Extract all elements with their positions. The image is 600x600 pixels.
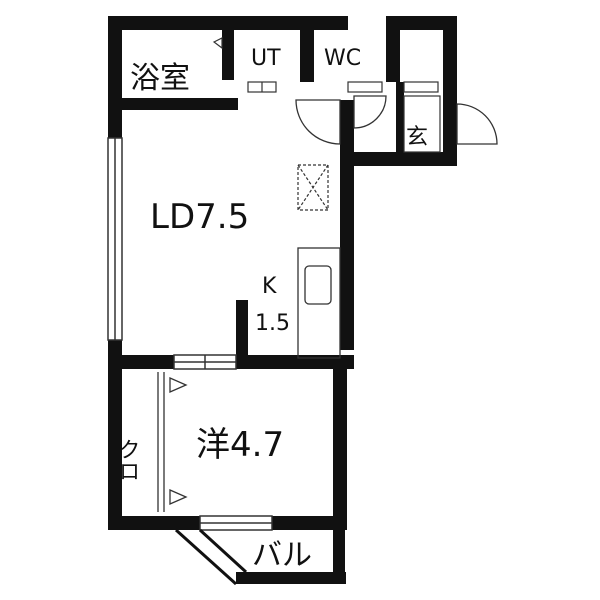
- closet-doors: [157, 372, 188, 512]
- wall-entry-mid: [396, 82, 404, 156]
- wall-bottom: [108, 516, 200, 530]
- wall-left-upper: [108, 16, 122, 138]
- wall-bath-bottom: [108, 98, 238, 110]
- window-mid: [173, 354, 237, 370]
- label-ld-name: LD: [150, 197, 195, 237]
- label-western-size: 4.7: [230, 425, 284, 465]
- walls: [108, 16, 457, 584]
- ventilation-icon: [297, 164, 329, 211]
- entrance-step: [403, 95, 441, 153]
- kitchen-counter: [297, 247, 341, 359]
- wall-top-left: [108, 16, 348, 30]
- label-kitchen-size: 1.5: [255, 311, 290, 336]
- label-western-name: 洋: [196, 425, 230, 465]
- door-wc-arc: [353, 95, 387, 129]
- label-kitchen-name: K: [262, 274, 277, 299]
- label-wc: WC: [324, 46, 361, 71]
- label-balcony: バル: [252, 538, 312, 573]
- wall-right-top: [443, 16, 457, 166]
- wall-top-right: [395, 16, 457, 30]
- door-entrance-arc: [456, 103, 498, 145]
- label-closet: クロ: [115, 438, 140, 482]
- door-swings: [295, 95, 498, 145]
- door-ld-arc: [295, 99, 341, 145]
- label-entrance: 玄: [406, 125, 428, 150]
- openings-top: [247, 81, 439, 93]
- wall-bath-right: [222, 30, 234, 80]
- wall-balcony-right: [333, 520, 345, 584]
- wall-left-lower: [108, 340, 122, 530]
- sink-icon: [304, 265, 332, 305]
- label-ut: UT: [251, 46, 281, 71]
- label-western: 洋4.7: [196, 425, 284, 465]
- balcony-outline: [174, 528, 248, 586]
- wall-ld-right: [340, 100, 354, 350]
- wall-kitchen-left: [236, 300, 248, 368]
- wall-bottom-right: [272, 516, 347, 530]
- window-bottom: [199, 515, 273, 531]
- wall-balcony-bottom: [236, 572, 346, 584]
- window-left: [107, 137, 123, 341]
- wall-ut-right: [300, 16, 314, 82]
- wall-entry-bottom: [340, 152, 457, 166]
- wall-right-lower: [333, 360, 347, 530]
- wall-wc-right: [386, 16, 400, 82]
- wall-mid-horizontal: [108, 355, 174, 369]
- label-bath: 浴室: [130, 61, 190, 96]
- bath-door-mark: [212, 37, 223, 50]
- label-ld-size: 7.5: [195, 197, 249, 237]
- label-ld: LD7.5: [150, 197, 249, 237]
